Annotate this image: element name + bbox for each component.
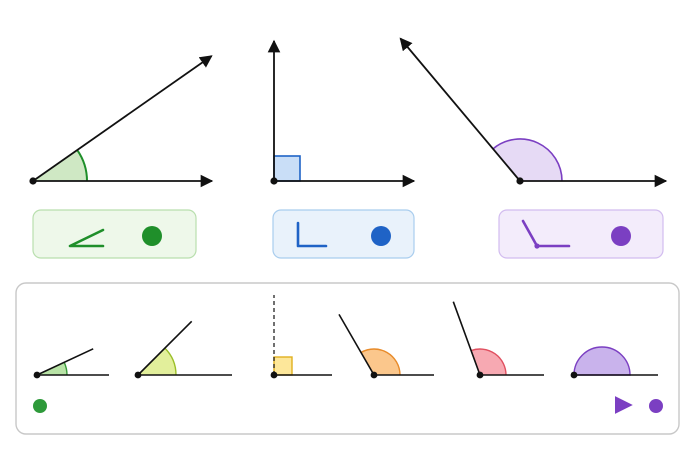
- scale-arm-ray: [36, 348, 94, 376]
- scale-angle-6: [570, 346, 658, 379]
- acute-card: [32, 209, 197, 259]
- scale-sector: [471, 349, 506, 375]
- scale-vertex: [370, 371, 378, 379]
- acute-angle-icon: [68, 228, 105, 248]
- right-angle-square: [273, 155, 301, 182]
- obtuse-vertex: [516, 177, 524, 185]
- scale-arc: [360, 348, 401, 376]
- obtuse-angle-arc: [493, 139, 562, 181]
- right-angle-icon: [296, 221, 328, 248]
- purple-dot-icon: [611, 226, 631, 246]
- acute-vertex: [29, 177, 37, 185]
- angle-scale-figures: [33, 295, 658, 379]
- scale-arm-ray: [137, 320, 193, 376]
- right-angle-figure: [267, 39, 416, 188]
- scale-vertex: [476, 371, 484, 379]
- scale-vertex: [270, 371, 278, 379]
- scale-angle-4: [338, 313, 434, 379]
- scale-angle-3: [270, 295, 332, 379]
- scale-vertex: [134, 371, 142, 379]
- scale-right-square: [273, 356, 293, 376]
- right-card: [272, 209, 415, 259]
- green-dot-icon: [142, 226, 162, 246]
- acute-angle-figure: [29, 55, 214, 188]
- angle-scale-panel: [15, 282, 680, 435]
- obtuse-arc-stroke: [492, 138, 563, 182]
- purple-dot-icon: [649, 399, 663, 413]
- scale-angle-1: [33, 348, 109, 379]
- scale-arm-ray: [452, 301, 481, 376]
- scale-straight-sector: [573, 346, 631, 376]
- obtuse-icon-vertex: [534, 243, 540, 249]
- acute-angle-arc: [33, 150, 87, 181]
- blue-dot-icon: [371, 226, 391, 246]
- green-dot-icon: [33, 399, 47, 413]
- obtuse-arm-ray: [399, 37, 521, 182]
- scale-arc: [470, 348, 507, 376]
- scale-vertex: [570, 371, 578, 379]
- acute-arc-stroke: [76, 149, 88, 182]
- scale-sector: [138, 348, 176, 375]
- obtuse-angle-figure: [399, 37, 668, 188]
- scale-arm-ray: [338, 313, 375, 376]
- acute-arm-ray: [32, 55, 213, 182]
- scale-angle-5: [452, 301, 544, 379]
- scale-vertex: [33, 371, 41, 379]
- scale-angle-2: [134, 320, 232, 379]
- scale-arc: [164, 347, 177, 376]
- obtuse-card: [498, 209, 664, 259]
- right-vertex: [270, 177, 278, 185]
